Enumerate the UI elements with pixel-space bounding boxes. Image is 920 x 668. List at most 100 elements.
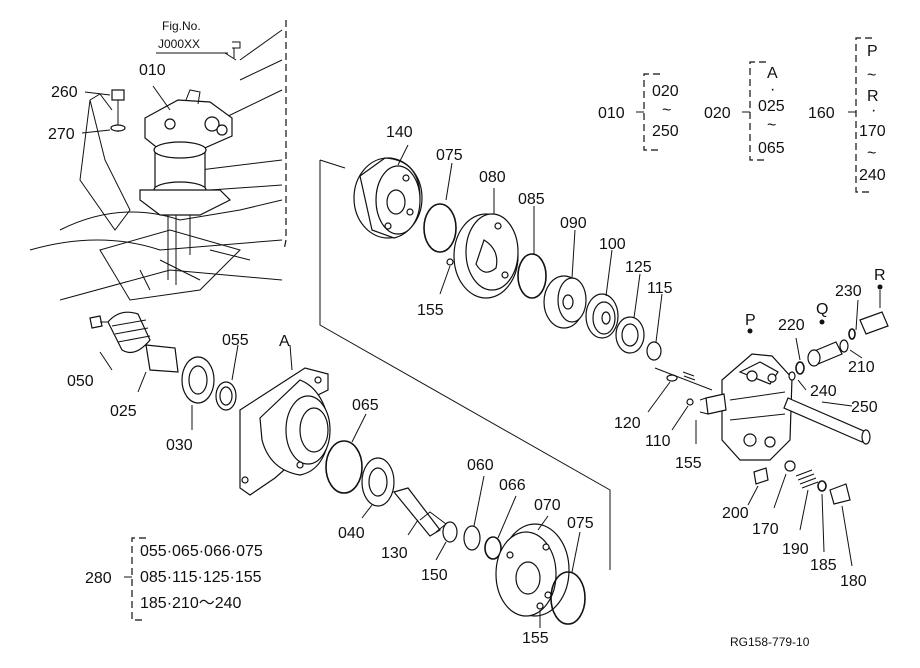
group-280-line-1: 055·065·066·075 [140, 543, 263, 560]
group-160-line-5: 170 [859, 123, 886, 140]
group-010-line-2: ~ [662, 102, 671, 119]
shaft-assembly [89, 311, 239, 430]
pin-050 [89, 315, 103, 329]
label-075-upper: 075 [436, 147, 463, 164]
spring-190 [795, 469, 819, 489]
label-060: 060 [467, 457, 494, 474]
label-075-lower: 075 [567, 515, 594, 532]
ring-210 [839, 339, 849, 353]
group-020-line-4: ~ [767, 117, 776, 134]
ring-066 [484, 536, 502, 560]
label-055: 055 [222, 332, 249, 349]
group-020-line-1: A [767, 65, 778, 82]
label-200: 200 [722, 505, 749, 522]
housing-140 [353, 144, 423, 239]
o-ring-185 [817, 480, 827, 492]
label-P: P [745, 312, 756, 329]
label-040: 040 [338, 525, 365, 542]
label-250: 250 [851, 399, 878, 416]
label-065: 065 [352, 397, 379, 414]
bolt-260 [111, 89, 125, 101]
label-080: 080 [479, 169, 506, 186]
label-010: 010 [139, 62, 166, 79]
plug-180 [829, 483, 851, 505]
label-180: 180 [840, 573, 867, 590]
plug-230 [859, 311, 889, 335]
group-280-line-3: 185·210～240 [140, 595, 242, 612]
label-085: 085 [518, 191, 545, 208]
group-020-line-2: · [770, 81, 775, 98]
group-280-key: 280 [85, 570, 112, 587]
gear-090 [543, 229, 587, 329]
label-110: 110 [645, 433, 671, 450]
label-130: 130 [381, 545, 408, 562]
bracket-020 [749, 61, 766, 161]
ring-115 [646, 341, 662, 361]
port-P-marker [747, 328, 753, 334]
label-170: 170 [752, 521, 779, 538]
port-R-marker [877, 284, 883, 290]
label-220: 220 [778, 317, 805, 334]
o-ring-075-lower [550, 571, 586, 625]
label-190: 190 [782, 541, 809, 558]
group-160-line-1: P [867, 43, 878, 60]
group-010-line-1: 020 [652, 83, 679, 100]
coupling-150 [442, 521, 458, 543]
group-160-line-6: ~ [867, 145, 876, 162]
group-160-key: 160 [808, 105, 835, 122]
gear-100 [585, 249, 619, 339]
o-ring-075-upper [423, 203, 457, 253]
fig-no-value: J000XX [158, 37, 200, 51]
label-090: 090 [560, 215, 587, 232]
bracket-160 [855, 37, 872, 193]
label-260: 260 [51, 84, 78, 101]
label-030: 030 [166, 437, 193, 454]
group-020-line-3: 025 [758, 98, 785, 115]
ball-170 [784, 460, 796, 472]
label-240: 240 [810, 383, 837, 400]
label-070: 070 [534, 497, 561, 514]
label-140: 140 [386, 124, 413, 141]
label-Q: Q [816, 301, 828, 318]
label-185: 185 [810, 557, 837, 574]
label-A: A [279, 333, 290, 350]
ring-240 [788, 371, 796, 381]
panel-outline [319, 159, 611, 570]
fig-no-box: Fig.No. J000XX [156, 19, 228, 54]
label-270: 270 [48, 126, 75, 143]
ring-125 [615, 273, 645, 354]
bracket-010 [643, 73, 660, 151]
ball-110 [686, 398, 694, 406]
bracket-280 [131, 537, 146, 621]
washer-270 [110, 124, 126, 132]
plate-080 [453, 188, 519, 299]
inset-border [283, 20, 287, 251]
port-Q-marker [819, 319, 825, 325]
group-160-line-3: R [867, 88, 879, 105]
label-210: 210 [848, 359, 875, 376]
group-010-key: 010 [598, 105, 625, 122]
label-125: 125 [625, 259, 652, 276]
plug-200 [753, 467, 769, 485]
ring-060 [463, 525, 481, 551]
group-280-line-2: 085·115·125·155 [140, 569, 262, 586]
mounting-inset [29, 20, 287, 301]
label-050: 050 [67, 373, 94, 390]
drawing-code: RG158-779-10 [730, 635, 810, 649]
plate-070 [495, 515, 570, 617]
label-115: 115 [647, 280, 673, 297]
label-066: 066 [499, 477, 526, 494]
fig-no-label: Fig.No. [162, 19, 201, 33]
group-160-line-4: · [871, 102, 876, 119]
group-160-line-2: ~ [867, 67, 876, 84]
label-150: 150 [421, 567, 448, 584]
label-120: 120 [614, 415, 641, 432]
label-155-upper: 155 [417, 302, 444, 319]
o-ring-085 [517, 253, 547, 299]
label-R: R [874, 267, 886, 284]
pump-body-010 [144, 99, 233, 151]
bolt-250 [783, 397, 867, 443]
gear-shaft-025 [107, 311, 151, 353]
